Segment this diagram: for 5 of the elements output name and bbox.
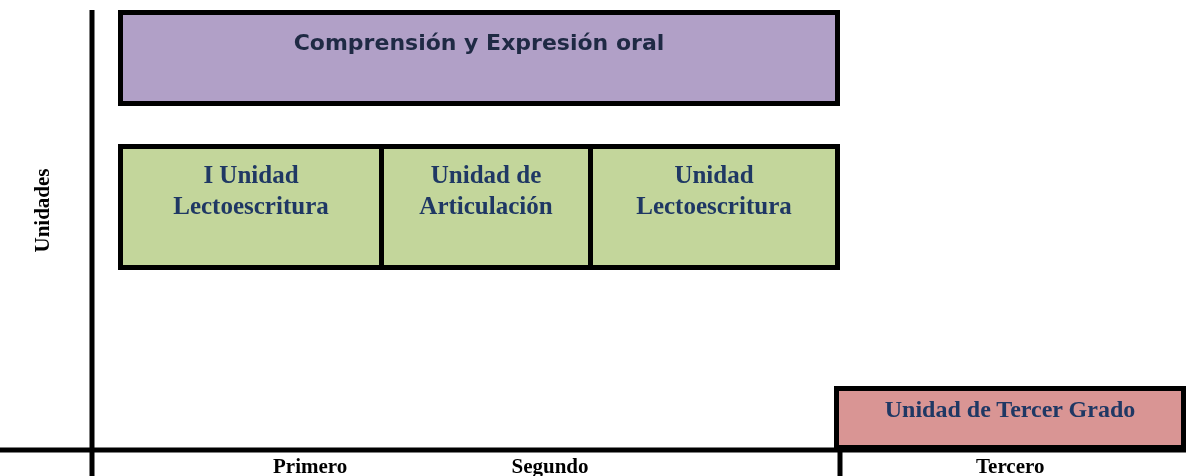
unit-box: Comprensión y Expresión oral <box>118 10 840 106</box>
axis-label: Primero <box>273 453 348 476</box>
axis-title: Unidades <box>29 168 55 252</box>
unit-box: Unidad de Tercer Grado <box>834 386 1186 450</box>
axis-label: Tercero <box>976 453 1045 476</box>
